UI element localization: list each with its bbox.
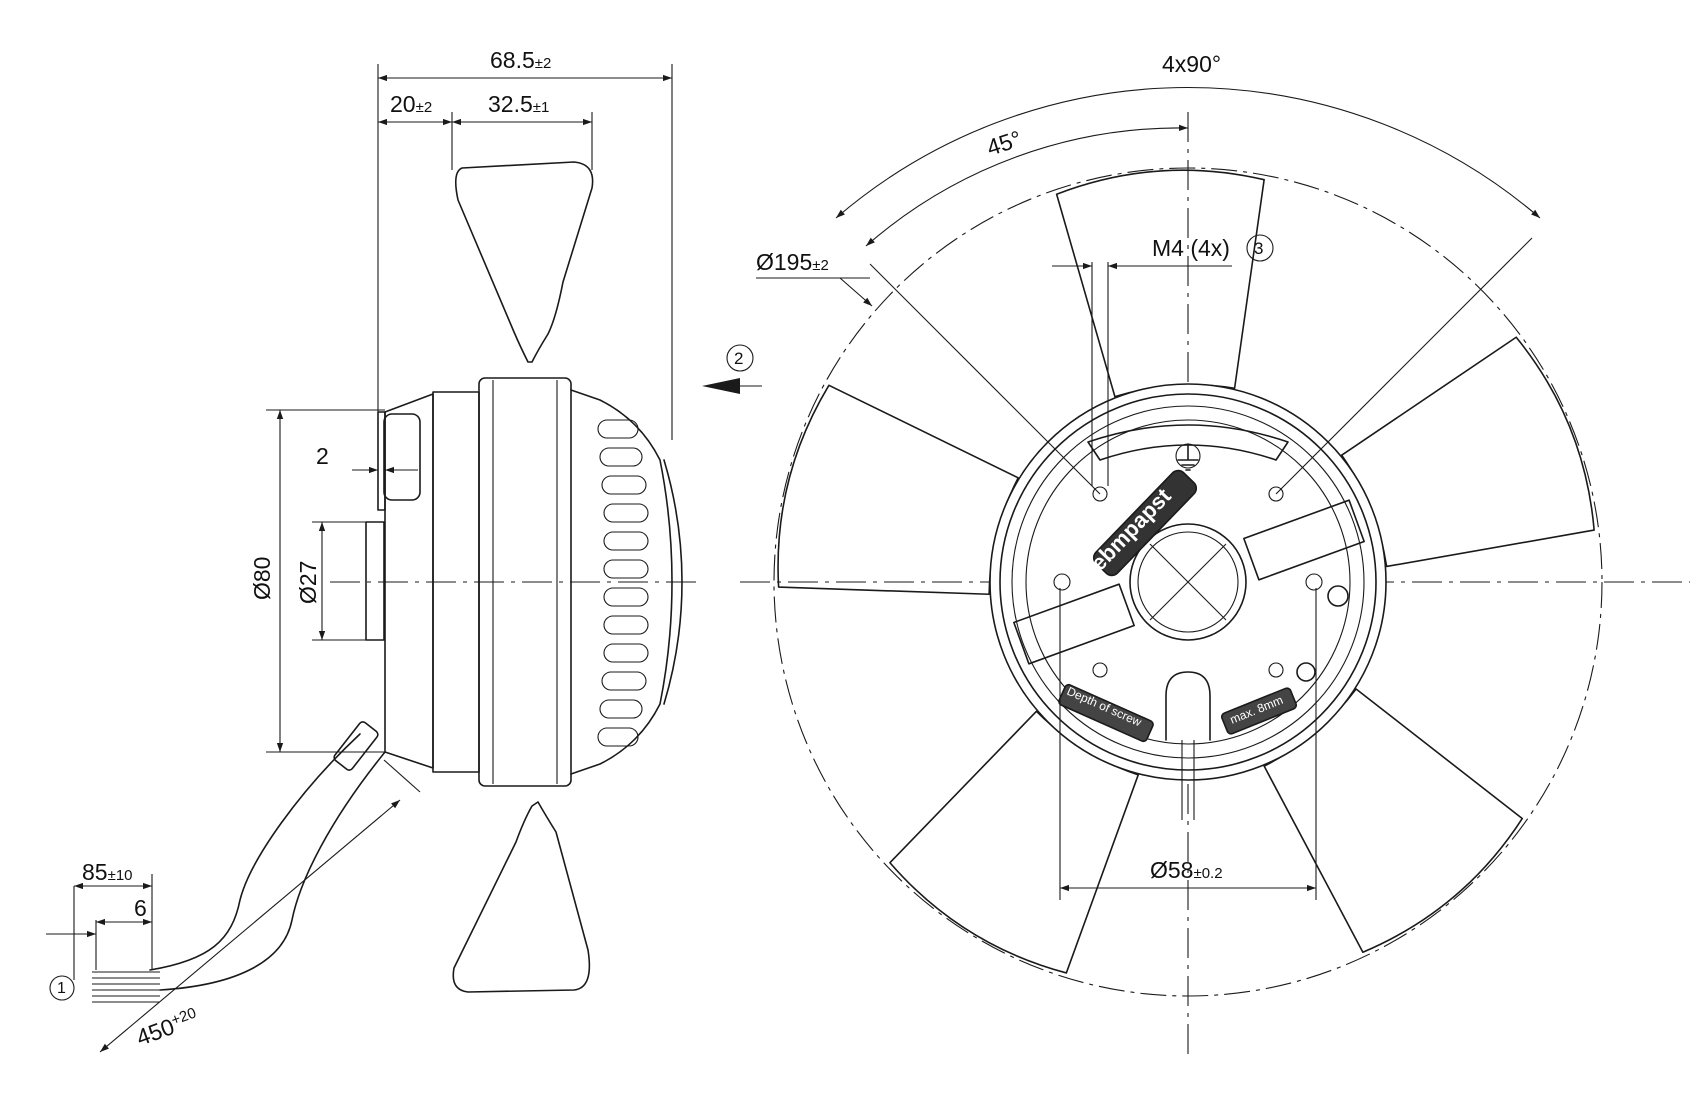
airflow-indicator: 2 <box>702 344 762 394</box>
brand-logo-badge <box>1092 469 1198 577</box>
wire-strip-label: 6 <box>134 895 147 921</box>
cable-exit-slot <box>1165 671 1211 741</box>
mounting-ring <box>478 377 572 787</box>
flange-step-label: 2 <box>316 443 329 469</box>
angle-offset-label: 45° <box>984 125 1025 160</box>
label-plate-right <box>1243 499 1365 581</box>
depth-of-screw-badge <box>1058 683 1154 743</box>
callout-3: 3 <box>1254 239 1263 258</box>
blade-width-label: 32.5±1 <box>488 91 549 117</box>
callout-2: 2 <box>734 349 743 368</box>
front-boss <box>383 413 421 501</box>
callout-1-circle <box>49 975 75 1001</box>
front-offset-label: 20±2 <box>390 91 432 117</box>
airflow-arrow-icon <box>702 378 740 394</box>
screw-hole-top-right <box>1268 486 1284 502</box>
cable <box>149 733 361 971</box>
callout-3-circle <box>1246 234 1274 262</box>
cable-length-label: 450+20 <box>133 1004 202 1050</box>
max-depth-badge <box>1220 687 1298 735</box>
screw-hole-top-left <box>1092 486 1108 502</box>
hub-diameter-label: Ø27 <box>295 561 321 604</box>
angle-pattern-label: 4x90° <box>1162 51 1221 77</box>
front-flange <box>377 411 386 511</box>
screw-hole-bottom-right <box>1268 662 1284 678</box>
rotor-housing <box>570 389 673 775</box>
ground-icon <box>1177 443 1199 471</box>
hub-shaft <box>365 521 385 641</box>
blade-top <box>1055 169 1265 398</box>
side-view: 68.5±2 20±2 32.5±1 2 Ø80 Ø27 85±10 6 <box>46 47 700 1053</box>
lower-blade-section <box>452 801 591 993</box>
callout-1: 1 <box>57 980 66 997</box>
motor-rear-cap <box>384 393 434 769</box>
upper-blade-section <box>454 161 594 363</box>
cable-gland <box>333 721 379 771</box>
bolt-circle-label: Ø58±0.2 <box>1150 857 1223 883</box>
overall-length-label: 68.5±2 <box>490 47 551 73</box>
fan-diameter-label: Ø195±2 <box>756 249 829 275</box>
blade-upper-left <box>777 384 1019 596</box>
front-view: ebmpapst Depth of screw max. 8mm Ø58±0.2… <box>740 51 1690 1060</box>
screw-thread-label: M4 (4x) <box>1152 235 1230 261</box>
label-plate-left <box>1013 583 1135 665</box>
screw-holes <box>1053 486 1349 682</box>
screw-hole-bottom-left <box>1092 662 1108 678</box>
wire-ends <box>92 971 160 1003</box>
cable-strip-label: 85±10 <box>82 859 133 885</box>
cooling-fins <box>597 419 649 747</box>
motor-diameter-label: Ø80 <box>249 557 275 600</box>
